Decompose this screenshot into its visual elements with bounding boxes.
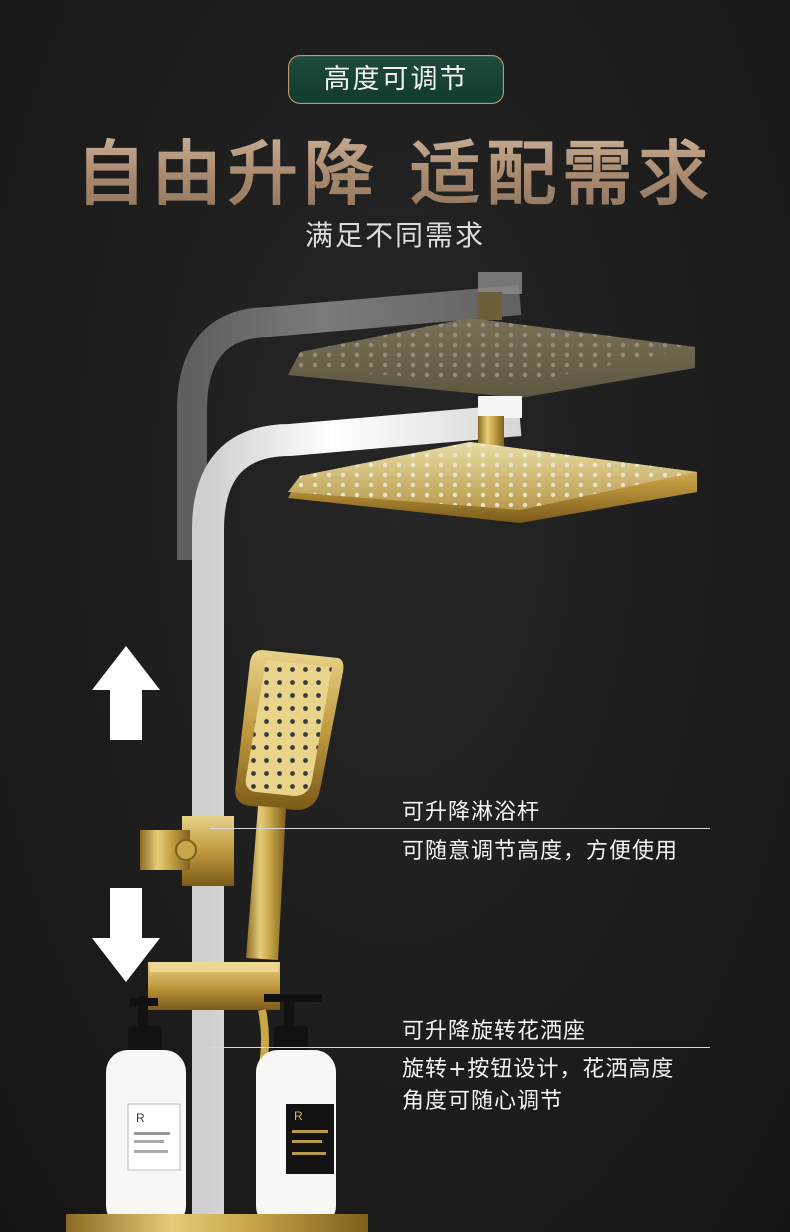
callout-1-rule <box>210 828 710 829</box>
hand-shower <box>235 650 344 960</box>
callout-2-rule <box>210 1047 710 1048</box>
bottle-right-letter: R <box>294 1109 303 1123</box>
callout-1-title: 可升降淋浴杆 <box>402 800 541 825</box>
bottle-right: R <box>256 994 336 1228</box>
subheadline: 满足不同需求 <box>304 219 485 252</box>
callout-1-desc: 可随意调节高度，方便使用 <box>402 836 678 868</box>
headline: 自由升降 适配需求 <box>0 118 790 219</box>
raised-pipe-ghost <box>177 285 522 560</box>
bottle-left: R <box>106 996 186 1228</box>
up-arrow-icon <box>92 646 160 740</box>
shelf <box>66 1214 368 1232</box>
callout-2-desc: 旋转+按钮设计，花洒高度 角度可随心调节 <box>402 1054 674 1118</box>
badge-height-adjustable: 高度可调节 <box>288 55 504 104</box>
down-arrow-icon <box>92 888 160 982</box>
callout-2-desc-line-2: 角度可随心调节 <box>402 1089 564 1114</box>
bottle-left-letter: R <box>136 1111 145 1125</box>
callout-2-title: 可升降旋转花洒座 <box>402 1019 587 1044</box>
callout-1-desc-line-1: 可随意调节高度，方便使用 <box>402 839 679 864</box>
callout-2-desc-line-1: 旋转+按钮设计，花洒高度 <box>402 1057 675 1082</box>
main-pipe <box>192 404 522 1232</box>
